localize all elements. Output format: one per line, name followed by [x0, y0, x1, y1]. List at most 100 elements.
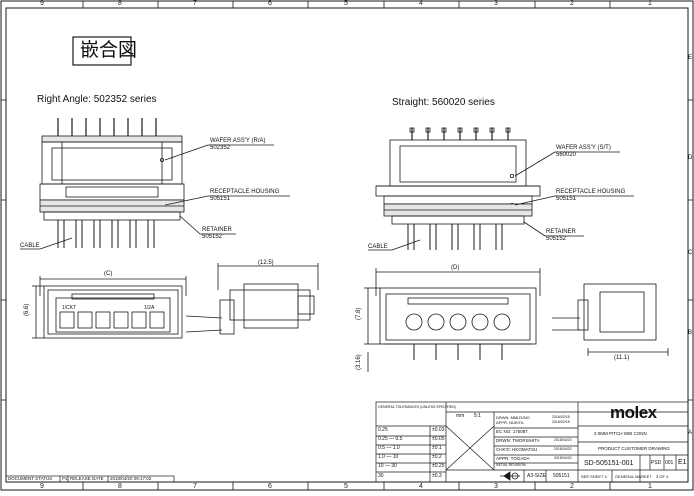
right-angle-mated-front-view — [20, 118, 290, 250]
tb-approved-date: 2018/04/20 — [554, 456, 572, 460]
cable-label-ra: CABLE — [20, 243, 40, 249]
tb-tol-range-1: 0.25 — 0.5 — [378, 436, 403, 442]
zone-top-1: 1 — [648, 0, 652, 7]
pin-label-2: 1/2A — [144, 305, 155, 311]
zone-bottom-9: 9 — [40, 483, 44, 490]
release-date-label: RELEASE DATE — [70, 476, 104, 481]
callout-housing-ra: RECEPTACLE HOUSING — [210, 189, 280, 195]
molex-logo: molex — [610, 403, 657, 422]
callout-retainer-st-part: 505152 — [546, 236, 567, 242]
tb-drwn2-date: 2016/02/18 — [552, 415, 570, 419]
tb-appr2-date: 2016/02/18 — [552, 420, 570, 424]
straight-title: Straight: 560020 series — [392, 97, 495, 108]
zone-bottom-1: 1 — [648, 483, 652, 490]
tb-tol-val-1: ±0.05 — [432, 436, 445, 442]
receptacle-side-view-ra — [185, 263, 319, 335]
zone-bottom-8: 8 — [118, 483, 122, 490]
tb-tol-val-3: ±0.2 — [432, 454, 442, 460]
zone-top-3: 3 — [494, 0, 498, 7]
callout-housing-st: RECEPTACLE HOUSING — [556, 189, 626, 195]
projection-symbol — [500, 471, 520, 481]
tb-tol-val-0: ±0.03 — [432, 427, 445, 433]
zone-side-a: A — [688, 430, 693, 436]
tb-initial-revision: INITIAL REVISION: — [496, 463, 527, 467]
zone-bottom-7: 7 — [193, 483, 197, 490]
zone-top-5: 5 — [344, 0, 348, 7]
tb-checked: CHK'D: HKOMATSU — [496, 447, 538, 452]
dim-c: (C) — [104, 271, 113, 277]
tb-drwn2: DRWN: MMIZUNO — [496, 415, 530, 420]
tb-ec-no: EC NO: 175087 — [496, 429, 528, 434]
tb-doc-number: SD-505151-001 — [584, 460, 634, 467]
callout-wafer-st-part: 560020 — [556, 152, 577, 158]
tb-tol-range-5: 30 — [378, 473, 384, 479]
zone-bottom-3: 3 — [494, 483, 498, 490]
tb-checked-date: 2018/04/20 — [554, 447, 572, 451]
tb-approved: APPR: TOGADA — [496, 456, 530, 461]
tb-drawing-type: PRODUCT CUSTOMER DRAWING — [598, 446, 670, 451]
tb-tol-val-4: ±0.25 — [432, 463, 445, 469]
title-box — [72, 36, 132, 66]
doc-status-block — [5, 475, 175, 483]
drawing-title-jp: 嵌合図 — [80, 39, 138, 61]
receptacle-side-view-st — [552, 283, 669, 356]
pin-label-1: 1/CKT — [62, 305, 77, 311]
zone-side-c: C — [688, 250, 693, 256]
tb-drawn: DRWN: TMORISHITA — [496, 438, 540, 443]
tb-size: A3-SIZE — [527, 473, 546, 479]
zone-top-6: 6 — [268, 0, 272, 7]
tb-tolerance-header: GENERAL TOLERANCES (UNLESS SPECIFIED) — [378, 405, 456, 409]
zone-top-9: 9 — [40, 0, 44, 7]
zone-bottom-4: 4 — [419, 483, 423, 490]
zone-top-4: 4 — [419, 0, 423, 7]
callout-retainer-ra-part: 505152 — [202, 234, 223, 240]
dim-11-1: (11.1) — [614, 355, 630, 361]
zone-bottom-5: 5 — [344, 483, 348, 490]
callout-retainer-ra: RETAINER — [202, 227, 232, 233]
tb-tol-val-2: ±0.1 — [432, 445, 442, 451]
receptacle-front-view-st — [364, 268, 541, 372]
callout-housing-st-part: 505151 — [556, 196, 577, 202]
tb-sheet: SEE SHEET 4 — [581, 474, 607, 479]
zone-side-b: B — [688, 330, 693, 336]
tb-tol-val-5: ±0.3 — [432, 473, 442, 479]
zone-top-8: 8 — [118, 0, 122, 7]
callout-retainer-st: RETAINER — [546, 229, 576, 235]
tb-tol-range-4: 10 — 30 — [378, 463, 397, 469]
tb-product-desc: 2.0MM PITCH WIB CONN — [594, 431, 647, 436]
tb-doc-part: 001 — [665, 460, 674, 466]
right-angle-title: Right Angle: 502352 series — [37, 94, 157, 105]
zone-side-d: D — [688, 155, 693, 161]
tb-tol-range-2: 0.5 — 1.0 — [378, 445, 400, 451]
callout-wafer-ra: WAFER ASS'Y (R/A) — [210, 138, 266, 144]
tb-scale: 5:1 — [474, 413, 481, 419]
tb-tol-range-3: 1.0 — 10 — [378, 454, 399, 460]
zone-top-2: 2 — [570, 0, 574, 7]
tb-doc-type: PSD — [651, 460, 662, 466]
tb-page: 3 OF 4 — [656, 474, 669, 479]
tb-drawn-date: 2018/04/20 — [554, 438, 572, 442]
callout-wafer-st: WAFER ASS'Y (S/T) — [556, 145, 611, 151]
zone-side-e: E — [688, 55, 693, 61]
tb-series: 505151 — [553, 473, 570, 479]
dim-3-16: (3.16) — [356, 354, 362, 370]
zone-bottom-6: 6 — [268, 483, 272, 490]
dim-12-5: (12.5) — [258, 260, 274, 266]
tb-tol-range-0: 0.25 — [378, 427, 388, 433]
tb-units: mm — [456, 413, 465, 419]
callout-wafer-ra-part: 502352 — [210, 145, 231, 151]
zone-top-7: 7 — [193, 0, 197, 7]
dim-7-8: (7.8) — [356, 307, 362, 320]
dim-6-6: (6.6) — [24, 303, 30, 316]
callout-housing-ra-part: 505151 — [210, 196, 231, 202]
receptacle-front-view-ra — [32, 276, 187, 339]
tb-revision: E1 — [678, 459, 687, 466]
doc-status-value: P1 — [62, 476, 68, 481]
cable-label-st: CABLE — [368, 244, 388, 250]
title-block-grid — [375, 401, 689, 483]
straight-mated-front-view — [368, 127, 634, 251]
doc-status-label: DOCUMENT STATUS — [8, 476, 53, 481]
tb-appr2: APPR: NUKITA — [496, 420, 524, 425]
